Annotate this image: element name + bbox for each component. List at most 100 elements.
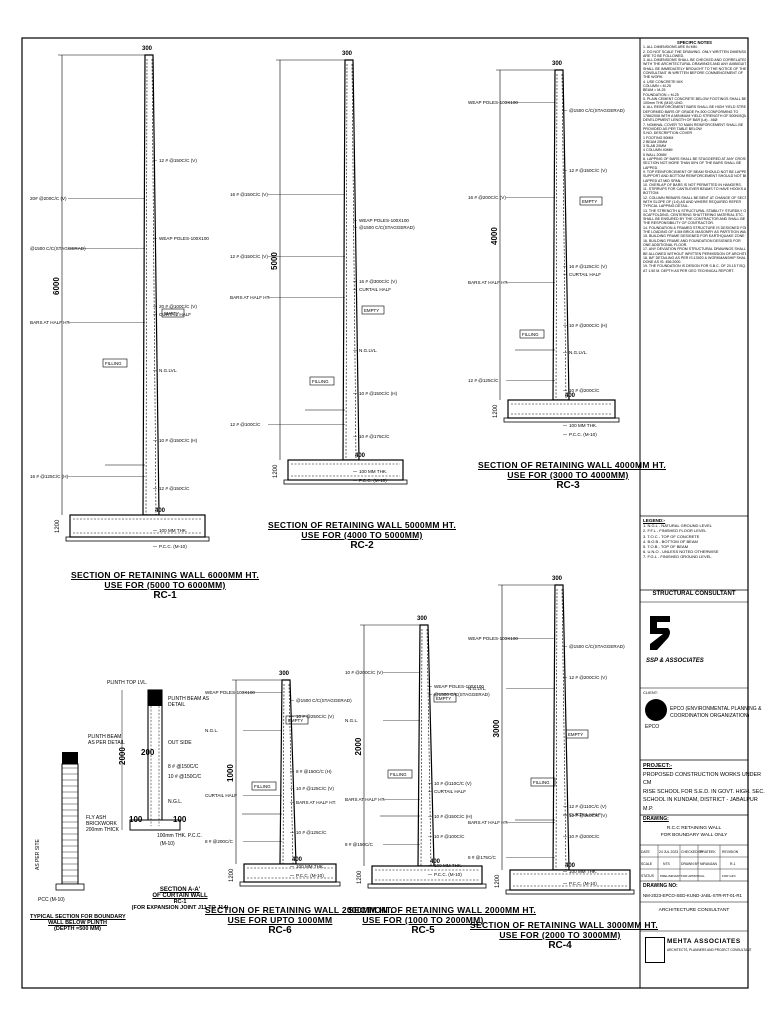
- rc2-label: 10 # @150C/C (H): [359, 391, 398, 396]
- client-name: EPCO (ENVIRONMENTAL PLANNING &COORDINATI…: [670, 706, 762, 719]
- rc2-label: @1500 C/C(STAGGERAD): [359, 225, 415, 230]
- note-line: 19. THE FOUNDATION IS DESIGN FOR S.B.C. …: [643, 264, 746, 269]
- rc1-height-dim: 6000: [52, 277, 61, 295]
- rc3-label: 12 # @125C/C: [468, 378, 499, 383]
- rc6-label: 10 # @250C/C (V): [296, 714, 334, 719]
- scale-label: SCALE: [641, 862, 653, 866]
- rc1-label: 20# @200C/C (V): [30, 196, 67, 201]
- rc1-label: WEAP POLES-100X100: [159, 236, 209, 241]
- curtain-beam-label: PLINTH BEAM AS: [168, 696, 210, 702]
- rc5-label: CURTAIL HALF: [434, 789, 466, 794]
- rc6-top-width: 300: [279, 671, 290, 677]
- note-line: 12. COLUMN REBARS SHALL BE BENT AT CHANG…: [643, 195, 746, 200]
- curtain-section-title: SECTION A-A' OF CURTAIN WALL RC-1 (FOR E…: [131, 887, 229, 911]
- rc5-label: 10 # @150C/C (H): [434, 814, 473, 819]
- drawn-label: DRAWN BY: [681, 862, 700, 866]
- note-line: 11. STIRRUPS FOR CANTILEVER BEAMS TO HAV…: [643, 187, 746, 192]
- note-line: BOTTOM.: [643, 191, 660, 196]
- client-label: CLIENT:: [643, 690, 658, 695]
- rc5-top-width: 300: [417, 616, 428, 622]
- epco-logo-icon: [645, 699, 667, 721]
- rc4-label: BARS AT HALF HT.: [468, 820, 508, 825]
- rc3-top-width: 300: [552, 61, 563, 67]
- rc2-stem-rebar-left: [345, 63, 348, 461]
- rc2-label: CURTAIL HALF: [359, 287, 391, 292]
- rc2-empty-label: EMPTY: [364, 308, 379, 313]
- curtain-ngl-label: N.G.L.: [168, 799, 183, 805]
- note-line: AT 1.50 M. DEPTH AS PER GEO TECHNICAL RE…: [643, 268, 735, 273]
- rc2-top-width: 300: [342, 51, 353, 57]
- curtain-footing: [129, 819, 181, 831]
- rc4-stem-rebar-left: [555, 588, 558, 871]
- rc4-pcc: [505, 889, 635, 895]
- rc1-label: P.C.C. (M-10): [159, 544, 187, 549]
- curtain-plinth-beam: [148, 690, 162, 706]
- rc3-base-height: 400: [565, 393, 576, 399]
- note-line: 1. ALL DIMENSIONS ARE IN MM.: [643, 45, 698, 50]
- note-line: DONE AS IS: 456:2000.: [643, 260, 682, 265]
- rc6-label: BARS AT HALF HT.: [296, 800, 336, 805]
- rc1-empty-label: EMPTY: [164, 311, 179, 316]
- curtain-dim-100b: 100: [173, 815, 187, 824]
- note-line: DEVELOPMENT LENGTH OF BAR (Ld) - 46Ø: [643, 118, 718, 123]
- rc4-label: 12 # @150C/C (V): [569, 813, 607, 818]
- rc3-empty-label: EMPTY: [582, 199, 597, 204]
- legend-line: 2. F.F.L - FINISHED FLOOR LEVEL: [643, 528, 707, 534]
- epco-logo-label: EPCO: [645, 724, 660, 730]
- rc6-label: CURTAIL HALF: [205, 793, 237, 798]
- note-line: 3. ALL DIMENSIONS SHALL BE CHECKED AND C…: [643, 58, 746, 63]
- note-line: 7. NOMINAL COVER TO MAIN REINFORCEMENT S…: [643, 122, 744, 127]
- rc2-base-dim: 1200: [273, 464, 279, 478]
- rc6-filling-label: FILLING: [254, 784, 271, 789]
- project-line: SCHOOL IN KUNDAM, DISTRICT - JABALPUR M.…: [643, 797, 758, 812]
- rc6-label: P.C.C. (M-10): [296, 873, 324, 878]
- note-line: 5. PLAIN CEMENT CONCRETE BELOW FOOTINGS …: [643, 96, 746, 101]
- boundary-fly-label: FLY ASH: [86, 815, 107, 821]
- rc4-label: CURTAIL HALF: [569, 812, 601, 817]
- note-line: 8. LAPPING OF BARS SHALL BE STAGGERED AT…: [643, 157, 746, 162]
- project-block: PROJECT:- PROPOSED CONSTRUCTION WORKS UN…: [643, 762, 768, 813]
- note-line: 1 FOOTING 50MM: [643, 135, 674, 140]
- section-title-rc2: SECTION OF RETAINING WALL 5000MM HT.USE …: [267, 520, 457, 551]
- rc5-base-dim: 1200: [357, 870, 363, 884]
- rc2-stem: [342, 59, 360, 461]
- section-title-rc4: SECTION OF RETAINING WALL 3000MM HT.USE …: [470, 920, 659, 951]
- rc6-label: @1500 C/C(STAGGERAD): [296, 698, 352, 703]
- rc2-label: WEAP POLES-100X100: [359, 218, 409, 223]
- rc1-label: @1500 C/C(STAGGERAD): [30, 246, 86, 251]
- boundary-beam-label-2: AS PER DETAIL: [88, 740, 125, 746]
- note-line: S.NO. DESCRIPTION COVER: [643, 131, 693, 136]
- note-line: 2 BEAM 25MM: [643, 139, 668, 144]
- specific-notes: SPECIFIC NOTES 1. ALL DIMENSIONS ARE IN …: [643, 41, 746, 273]
- section-title-rc1: SECTION OF RETAINING WALL 6000MM HT.USE …: [70, 570, 260, 601]
- rc1-label: 100 MM THK.: [159, 528, 187, 533]
- rc2-label: P.C.C. (M-10): [359, 478, 387, 483]
- curtain-dim-100a: 100: [129, 815, 143, 824]
- rc3-label: CURTAIL HALF: [569, 272, 601, 277]
- note-line: LAPPED.: [643, 165, 659, 170]
- note-line: 18. B/F DETAILING AS PER IS:13920 & WORK…: [643, 255, 746, 260]
- note-line: ONE ADDITIONAL FLOOR.: [643, 242, 688, 247]
- rc4-height-dim: 3000: [492, 719, 501, 737]
- note-line: 6. ALL REINFORCEMENT BARS SHALL BE HIGH …: [643, 105, 746, 110]
- curtain-bar1-label: 8 # @150C/C: [168, 764, 199, 770]
- ssp-logo-icon: [650, 616, 670, 650]
- rc1-stem-rebar-right: [151, 58, 157, 516]
- note-line: WITH THE ARCHITECTURAL DRAWINGS AND ANY …: [643, 62, 746, 67]
- rc3-label: P.C.C. (M-10): [569, 432, 597, 437]
- rc2-empty-box: [361, 305, 385, 315]
- rc4-base-height: 400: [565, 863, 576, 869]
- note-line: SCAFFOLDING, CENTERING SHUTTERING MATERI…: [643, 212, 744, 217]
- rc3-label: 10 # @200C/C: [569, 388, 600, 393]
- rc4-label: 8 # @175C/C: [468, 855, 497, 860]
- curtain-pcc-label-2: (M-10): [160, 841, 175, 847]
- rc5-label: P.C.C. (M-10): [434, 872, 462, 877]
- date-value: 24 JUL 2023: [659, 850, 679, 854]
- mehta-logo-icon: [645, 937, 665, 963]
- rc2-label: 12 # @100C/C: [230, 422, 261, 427]
- drawing-number-label: DRAWING NO:: [643, 883, 678, 889]
- ssp-firm-name: SSP & ASSOCIATES: [646, 658, 704, 664]
- rc3-filling-label: FILLING: [522, 332, 539, 337]
- date-label: DATE: [641, 850, 650, 854]
- legend-line: 1. N.G.L - NATURAL GROUND LEVEL: [643, 523, 712, 529]
